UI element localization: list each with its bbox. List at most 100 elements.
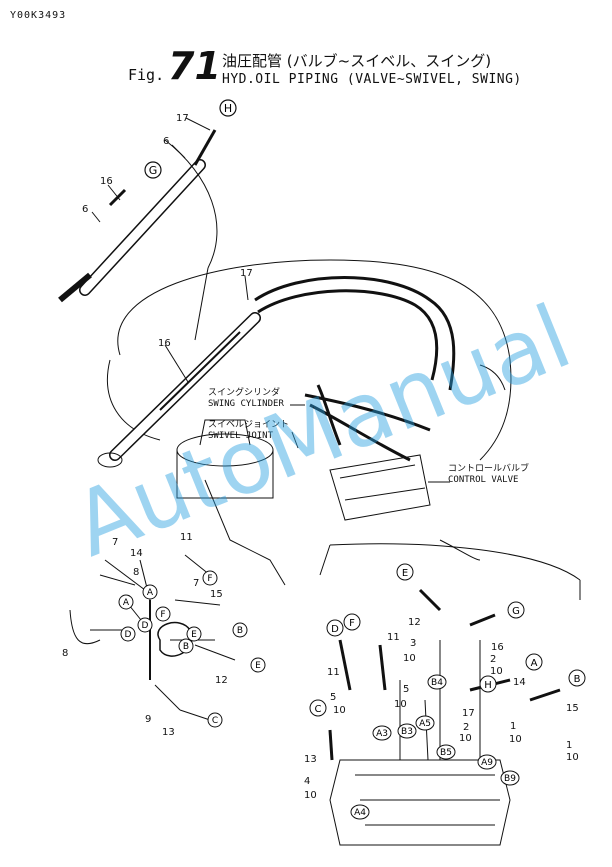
circle-label: B bbox=[232, 622, 248, 638]
circle-label: B bbox=[568, 669, 586, 687]
circle-label: A bbox=[118, 594, 134, 610]
circle-label: F bbox=[155, 606, 171, 622]
left-part-numbers: 7 14 8 11 7 15 8 12 9 13 bbox=[62, 532, 228, 738]
part-number: 4 bbox=[304, 776, 310, 787]
part-number: 10 bbox=[333, 705, 346, 716]
part-number: 15 bbox=[210, 589, 223, 600]
port-label: B4 bbox=[427, 674, 447, 690]
control-valve-callout: コントロールバルブ CONTROL VALVE bbox=[448, 464, 529, 486]
control-valve-label-jp: コントロールバルブ bbox=[448, 464, 530, 474]
circle-label-text: G bbox=[512, 606, 520, 617]
port-label-text: A4 bbox=[354, 808, 366, 818]
port-label-text: A5 bbox=[419, 719, 431, 729]
circle-label-text: A bbox=[123, 598, 130, 608]
port-label: A9 bbox=[477, 754, 497, 770]
hydraulic-hoses bbox=[254, 276, 456, 462]
part-number: 9 bbox=[145, 714, 151, 725]
circle-label: A bbox=[525, 653, 543, 671]
circle-label-text: F bbox=[207, 574, 212, 584]
part-number: 2 bbox=[463, 722, 469, 733]
part-number: 6 bbox=[163, 136, 169, 147]
part-number: 13 bbox=[304, 754, 317, 765]
part-number: 17 bbox=[462, 708, 475, 719]
valve-port-labels: B4 A5 B3 A3 B5 A9 B9 A4 bbox=[350, 674, 520, 820]
swivel-joint-label-jp: スイベルジョイント bbox=[208, 420, 290, 430]
circle-label: F bbox=[343, 613, 361, 631]
circle-label-text: B bbox=[574, 674, 581, 685]
right-exploded-detail bbox=[328, 588, 561, 846]
control-valve-assembly bbox=[329, 454, 431, 521]
right-part-numbers: 12 11 11 16 3 10 2 10 5 10 5 10 14 17 2 … bbox=[304, 617, 579, 801]
circle-label-text: A bbox=[531, 658, 538, 669]
circle-label-text: E bbox=[191, 630, 197, 640]
part-number: 10 bbox=[394, 699, 407, 710]
part-number: 15 bbox=[566, 703, 579, 714]
circle-label: B bbox=[178, 638, 194, 654]
part-number: 3 bbox=[410, 638, 416, 649]
top-part-numbers: 17 6 16 6 17 16 bbox=[82, 113, 253, 349]
circle-label-text: G bbox=[149, 164, 158, 177]
circle-label: E bbox=[396, 563, 414, 581]
circle-label: D bbox=[326, 619, 344, 637]
circle-label-text: B bbox=[183, 642, 189, 652]
part-number: 5 bbox=[330, 692, 336, 703]
circle-label-text: A bbox=[147, 588, 154, 598]
circle-label-text: H bbox=[484, 680, 492, 691]
document-id: Y00K3493 bbox=[10, 10, 67, 21]
part-number: 11 bbox=[387, 632, 400, 643]
top-cylinder-detail bbox=[58, 129, 218, 341]
figure-number: 71 bbox=[168, 44, 221, 88]
part-number: 11 bbox=[327, 667, 340, 678]
part-number: 12 bbox=[408, 617, 421, 628]
circle-label: D bbox=[137, 617, 153, 633]
circle-label-text: C bbox=[315, 704, 322, 715]
port-label-text: A3 bbox=[376, 729, 388, 739]
part-number: 16 bbox=[158, 338, 171, 349]
circle-label: D bbox=[120, 626, 136, 642]
machine-body-outline bbox=[106, 259, 581, 600]
port-label-text: B9 bbox=[504, 774, 516, 784]
swivel-joint-label-en: SWIVEL JOINT bbox=[208, 431, 274, 441]
part-number: 10 bbox=[490, 666, 503, 677]
part-number: 16 bbox=[491, 642, 504, 653]
control-valve-label-en: CONTROL VALVE bbox=[448, 475, 519, 485]
circle-label-text: D bbox=[142, 621, 149, 631]
port-label: B9 bbox=[500, 770, 520, 786]
swing-cylinder-callout: スイングシリンダ SWING CYLINDER bbox=[208, 388, 284, 410]
circle-label-text: B bbox=[237, 626, 243, 636]
title-japanese: 油圧配管 (バルブ~スイベル、スイング) bbox=[222, 52, 492, 70]
figure-prefix: Fig. bbox=[128, 66, 165, 84]
part-number: 1 bbox=[566, 740, 572, 751]
part-number: 8 bbox=[62, 648, 68, 659]
swivel-joint-block bbox=[176, 419, 274, 499]
main-swing-cylinder bbox=[97, 312, 261, 468]
circle-label: E bbox=[186, 626, 202, 642]
part-number: 8 bbox=[133, 567, 139, 578]
circle-label: E bbox=[250, 657, 266, 673]
circle-label: G bbox=[507, 601, 525, 619]
part-number: 7 bbox=[112, 537, 118, 548]
part-number: 16 bbox=[100, 176, 113, 187]
circle-label: H bbox=[219, 99, 237, 117]
part-number: 14 bbox=[130, 548, 143, 559]
circle-label-text: F bbox=[160, 610, 165, 620]
port-label: B3 bbox=[397, 723, 417, 739]
circle-label-text: H bbox=[224, 102, 232, 115]
circle-label: H bbox=[479, 675, 497, 693]
part-number: 10 bbox=[304, 790, 317, 801]
circle-label-text: D bbox=[125, 630, 132, 640]
part-number: 10 bbox=[566, 752, 579, 763]
port-label: A4 bbox=[350, 804, 370, 820]
part-number: 12 bbox=[215, 675, 228, 686]
circle-label: A bbox=[142, 584, 158, 600]
part-number: 11 bbox=[180, 532, 193, 543]
part-number: 13 bbox=[162, 727, 175, 738]
part-number: 2 bbox=[490, 654, 496, 665]
port-label-text: B5 bbox=[440, 748, 452, 758]
part-number: 7 bbox=[193, 578, 199, 589]
port-label-text: B4 bbox=[431, 678, 443, 688]
part-number: 10 bbox=[509, 734, 522, 745]
circle-label-text: F bbox=[349, 618, 355, 629]
circle-label-text: E bbox=[402, 568, 408, 579]
